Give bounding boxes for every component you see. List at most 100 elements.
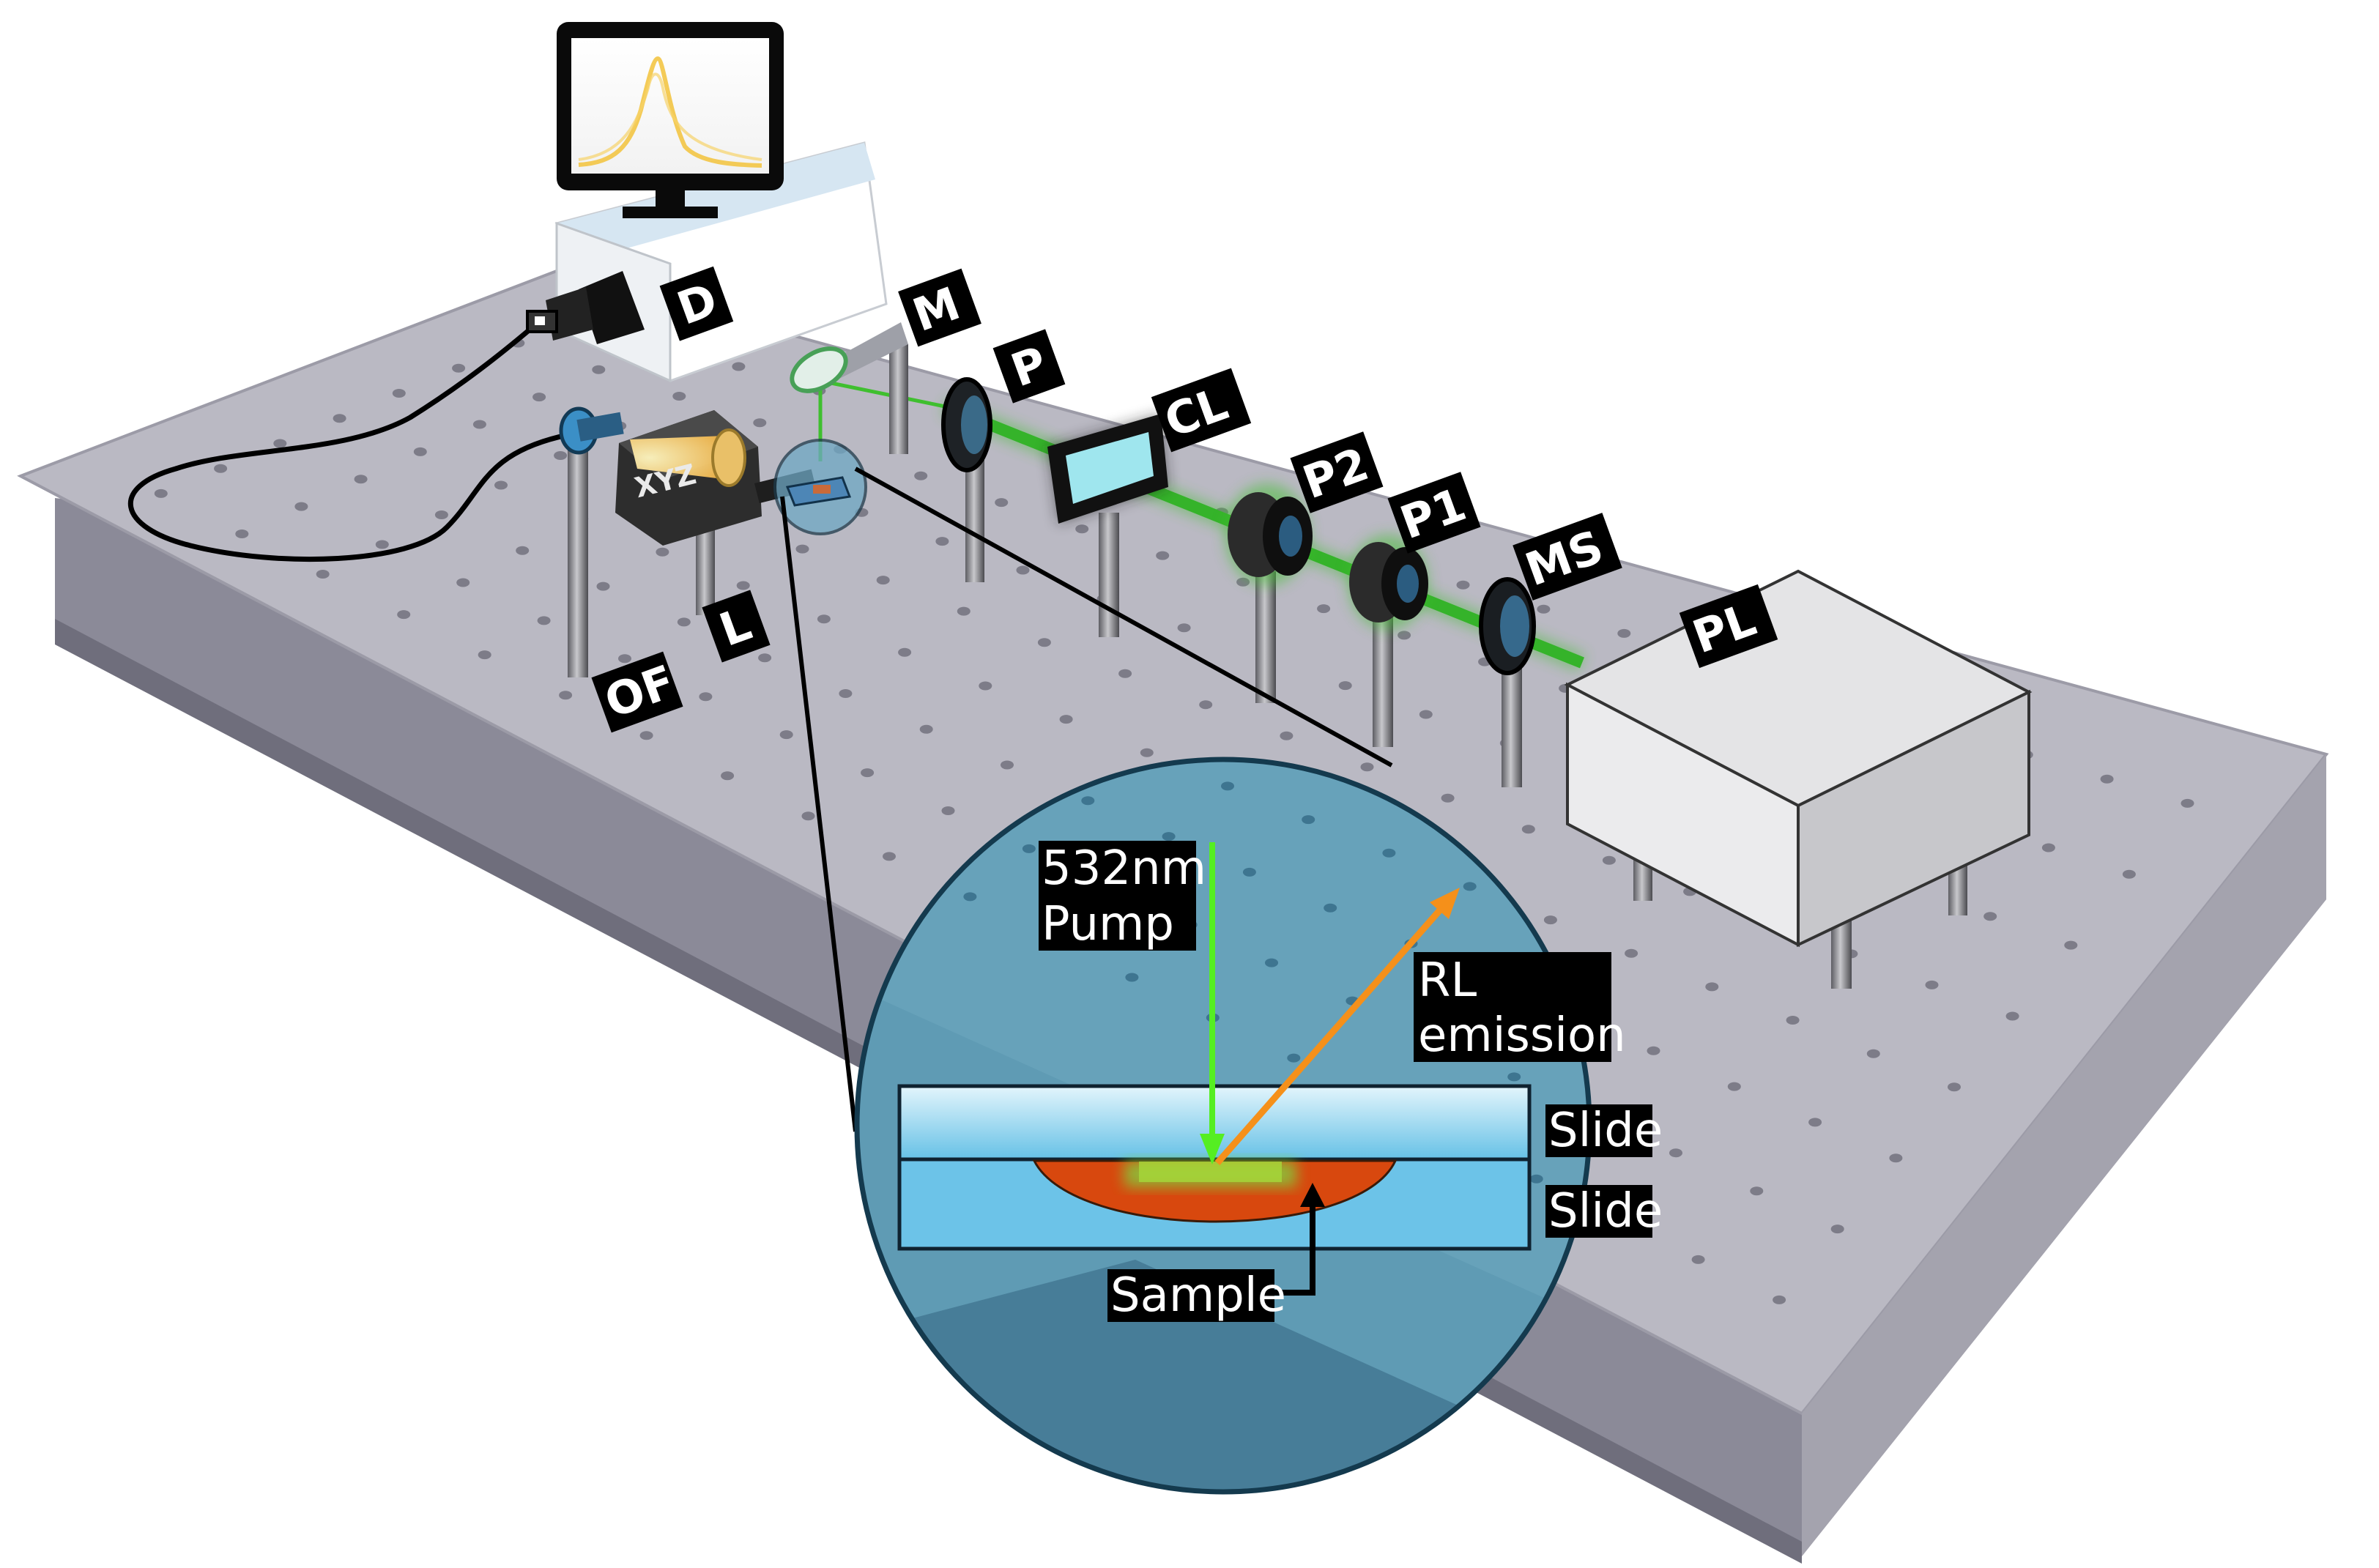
label-d: D: [659, 266, 734, 341]
table-hole: [354, 475, 368, 484]
table-hole: [1398, 631, 1411, 640]
table-hole: [478, 650, 491, 660]
table-hole: [1156, 551, 1170, 560]
table-hole: [914, 471, 928, 480]
table-hole: [2064, 940, 2078, 950]
table-hole: [1059, 715, 1073, 724]
table-hole: [1463, 882, 1477, 891]
table-hole: [2122, 869, 2136, 879]
mechanical-shutter-ms: [1479, 577, 1536, 675]
table-hole: [839, 689, 853, 698]
table-hole: [554, 451, 568, 460]
table-hole: [413, 447, 427, 456]
table-hole: [1360, 762, 1374, 772]
table-hole: [1302, 815, 1315, 825]
label-l: L: [702, 590, 771, 663]
table-hole: [817, 614, 831, 624]
table-hole: [1287, 1053, 1301, 1063]
table-hole: [333, 414, 346, 423]
emission-label: RL emission: [1414, 952, 1626, 1063]
table-hole: [919, 724, 933, 734]
table-hole: [963, 892, 977, 902]
table-hole: [618, 654, 631, 664]
monitor-icon: [557, 22, 784, 218]
table-hole: [1242, 867, 1256, 877]
slide-top-text: Slide: [1548, 1104, 1663, 1158]
table-hole: [516, 546, 530, 555]
table-hole: [1118, 669, 1132, 678]
table-hole: [1830, 1225, 1844, 1234]
polarizer-p: [941, 377, 992, 472]
table-hole: [1324, 903, 1337, 913]
table-hole: [957, 606, 970, 616]
table-hole: [677, 617, 691, 627]
table-hole: [1705, 982, 1719, 992]
table-hole: [532, 393, 546, 402]
table-hole: [753, 418, 767, 428]
table-hole: [2005, 1011, 2019, 1021]
table-hole: [1162, 832, 1176, 841]
table-hole: [995, 498, 1009, 508]
table-hole: [876, 576, 890, 585]
pump-label-line1: 532nm: [1042, 841, 1206, 896]
component-labels: D M P CL P2 P1 MS PL: [591, 266, 1778, 733]
pump-label-line2: Pump: [1042, 897, 1174, 951]
sample-pointer: [1266, 1201, 1315, 1296]
table-hole: [935, 537, 949, 546]
table-hole: [392, 389, 406, 398]
table-hole: [1625, 948, 1638, 958]
mirror-m: [790, 322, 908, 393]
table-hole: [537, 616, 551, 625]
slide-top-label: Slide: [1545, 1104, 1663, 1158]
table-hole: [1889, 1153, 1903, 1163]
label-ms: MS: [1513, 513, 1622, 601]
label-m: M: [898, 268, 981, 347]
label-cl: CL: [1151, 368, 1252, 453]
table-hole: [1602, 855, 1616, 865]
table-hole: [273, 439, 287, 448]
table-hole: [883, 852, 896, 861]
table-hole: [1808, 1118, 1822, 1127]
table-hole: [397, 610, 411, 620]
table-hole: [1647, 1046, 1660, 1055]
table-hole: [472, 420, 486, 429]
table-hole: [672, 392, 686, 401]
table-hole: [2181, 798, 2194, 808]
pump-label: 532nm Pump: [1039, 841, 1206, 951]
table-hole: [2041, 843, 2055, 852]
table-hole: [1786, 1016, 1800, 1025]
table-hole: [1727, 1082, 1741, 1091]
label-p: P: [992, 329, 1066, 404]
table-hole: [979, 681, 992, 691]
emission-arrow: [1214, 888, 1460, 1165]
table-hole: [1317, 604, 1331, 614]
polarizer-p1: [1348, 535, 1428, 630]
table-hole: [235, 530, 249, 538]
polarizer-p2: [1225, 483, 1313, 586]
table-hole: [2100, 774, 2114, 784]
slide-bottom-text: Slide: [1548, 1184, 1663, 1238]
xyz-stage: XYZ: [615, 410, 762, 546]
table-hole: [1543, 915, 1557, 925]
table-hole: [1537, 604, 1551, 614]
table-hole: [1177, 623, 1191, 633]
table-hole: [801, 811, 815, 821]
table-hole: [1037, 638, 1051, 647]
table-hole: [1001, 760, 1014, 770]
table-hole: [154, 488, 168, 498]
table-hole: [1236, 577, 1250, 587]
table-hole: [1669, 1148, 1682, 1158]
table-right-face: [1802, 754, 2326, 1556]
table-hole: [1338, 681, 1352, 691]
table-hole: [1441, 793, 1455, 803]
table-hole: [456, 578, 470, 587]
emission-label-line1: RL: [1418, 954, 1477, 1008]
spectrometer-detector: [526, 22, 888, 383]
table-hole: [1529, 1174, 1543, 1184]
table-hole: [214, 464, 228, 473]
table-hole: [1507, 1072, 1521, 1082]
table-hole: [758, 653, 772, 663]
sample-inset: 532nm Pump RL emission Slide Slide Sampl…: [854, 757, 1663, 1495]
table-hole: [494, 480, 508, 490]
